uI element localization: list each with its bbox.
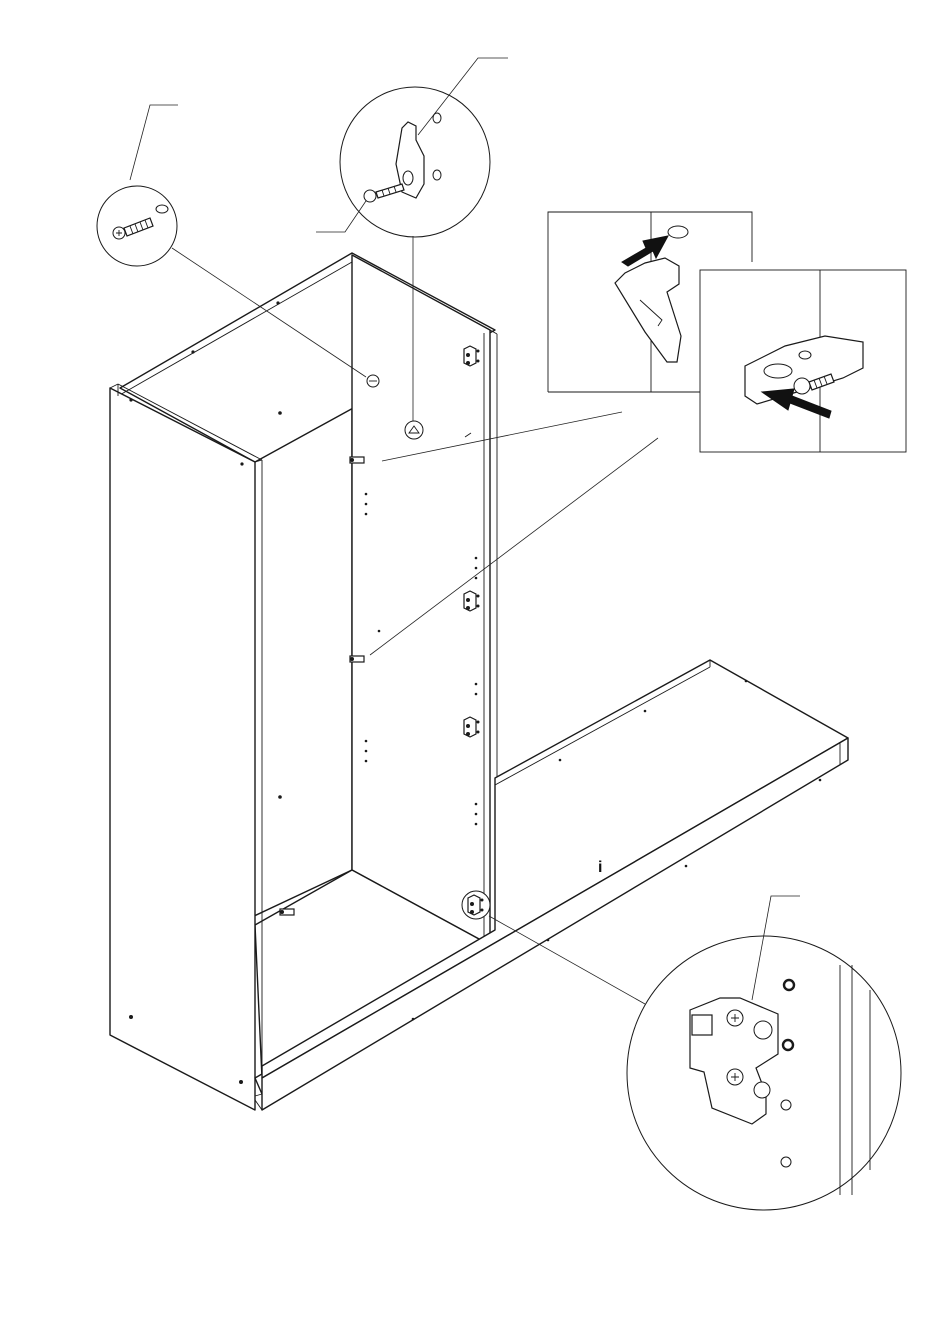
- door-hole: [412, 1018, 415, 1021]
- door-hole: [819, 779, 822, 782]
- shelf-pin-hole: [365, 493, 368, 496]
- shelf-pin-hole: [365, 740, 368, 743]
- shelf-pin-hole: [365, 750, 368, 753]
- door-hole: [745, 680, 748, 683]
- door-hole: [547, 939, 550, 942]
- shelf-pin-hole: [378, 630, 381, 633]
- side-hole: [239, 1080, 243, 1084]
- door-hole: [644, 710, 647, 713]
- shelf-pin-hole: [365, 503, 368, 506]
- screw-arrow: [762, 389, 831, 418]
- top-hole: [276, 301, 279, 304]
- shelf-pin-hole: [475, 557, 478, 560]
- shelf-pin-hole: [365, 760, 368, 763]
- shelf-pin-hole: [475, 683, 478, 686]
- shelf-bracket-upper: [350, 457, 364, 463]
- shelf-pin-hole: [475, 803, 478, 806]
- top-hole: [129, 398, 132, 401]
- shelf-pin-hole: [365, 513, 368, 516]
- shelf-pin-hole: [475, 693, 478, 696]
- side-hole: [129, 1015, 133, 1019]
- top-hole: [240, 462, 243, 465]
- door-hole: [559, 759, 562, 762]
- bracket-location: [405, 421, 423, 439]
- top-hole: [191, 350, 194, 353]
- inset-bracket-insert: [548, 212, 752, 392]
- back-hole: [278, 795, 282, 799]
- inset-bracket-screw: [700, 270, 906, 452]
- door-hole: [685, 865, 688, 868]
- shelf-pin-hole: [475, 567, 478, 570]
- shelf-pin-hole: [475, 823, 478, 826]
- cabinet-left-side-panel: [110, 388, 255, 1110]
- shelf-pin-hole: [475, 813, 478, 816]
- door-marker-label: i: [598, 859, 602, 876]
- shelf-pin-hole: [475, 577, 478, 580]
- back-hole: [278, 411, 282, 415]
- shelf-bracket-bottom: [280, 909, 294, 915]
- shelf-bracket-lower: [350, 656, 364, 662]
- callout-hinge-plate: [489, 896, 901, 1210]
